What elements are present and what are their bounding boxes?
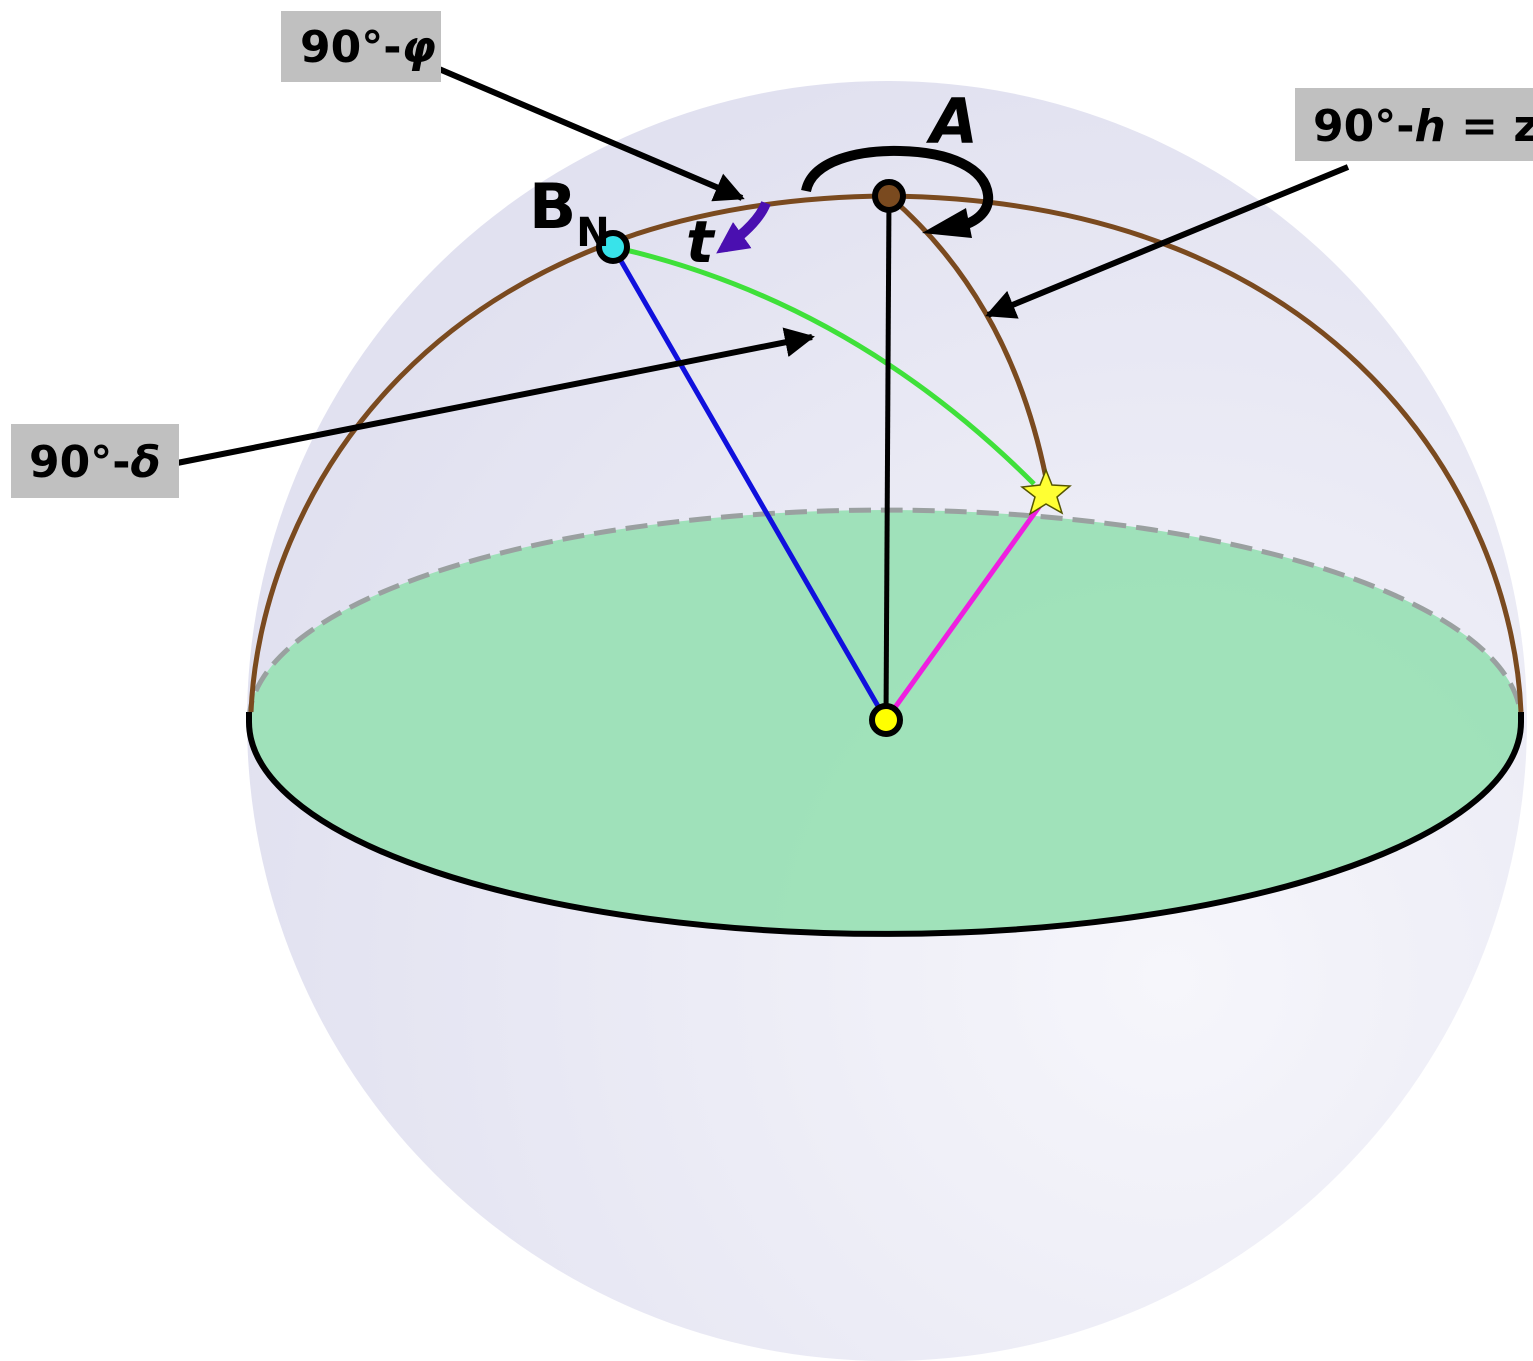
hour-angle-label: t	[686, 208, 716, 276]
star-radius	[883, 498, 1047, 722]
pole-label-base: B	[529, 170, 576, 243]
zenith-point	[872, 179, 906, 213]
zenith-distance-label-symbol: h	[1415, 101, 1446, 152]
colatitude-label-box	[281, 11, 441, 82]
polar-distance-label-box	[11, 424, 179, 498]
polar-distance-leader-arrow	[171, 327, 815, 467]
hour-circle-arc	[612, 244, 1036, 486]
horizon-front-edge	[246, 712, 1524, 937]
azimuth-arrow	[801, 145, 994, 233]
zenith-distance-label-suffix: = z	[1446, 101, 1533, 152]
colatitude-label: 90°-φ	[300, 22, 436, 73]
azimuth-arrowhead	[922, 208, 972, 238]
pole-label: BN	[529, 170, 610, 256]
colatitude-label-symbol: φ	[402, 22, 436, 73]
polar-distance-label-prefix: 90°-	[29, 437, 131, 488]
zenith-distance-label-prefix: 90°-	[1313, 101, 1415, 152]
hour-angle-arrow	[716, 200, 771, 254]
pole-label-subscript: N	[576, 210, 609, 256]
polar-distance-label-symbol: δ	[131, 437, 161, 488]
colatitude-label-prefix: 90°-	[300, 22, 402, 73]
zenith-distance-leader-arrow	[985, 164, 1350, 319]
azimuth-label: A	[925, 85, 978, 158]
star-icon	[1020, 467, 1072, 516]
zenith-radius	[883, 195, 892, 721]
north-pole-point	[596, 230, 630, 264]
pole-radius	[610, 245, 889, 722]
zenith-distance-label: 90°-h = z	[1313, 101, 1533, 152]
observer-center-point	[869, 703, 903, 737]
colatitude-leader-arrow	[430, 63, 745, 202]
zenith-distance-label-box	[1295, 88, 1533, 161]
polar-distance-label: 90°-δ	[29, 437, 161, 488]
